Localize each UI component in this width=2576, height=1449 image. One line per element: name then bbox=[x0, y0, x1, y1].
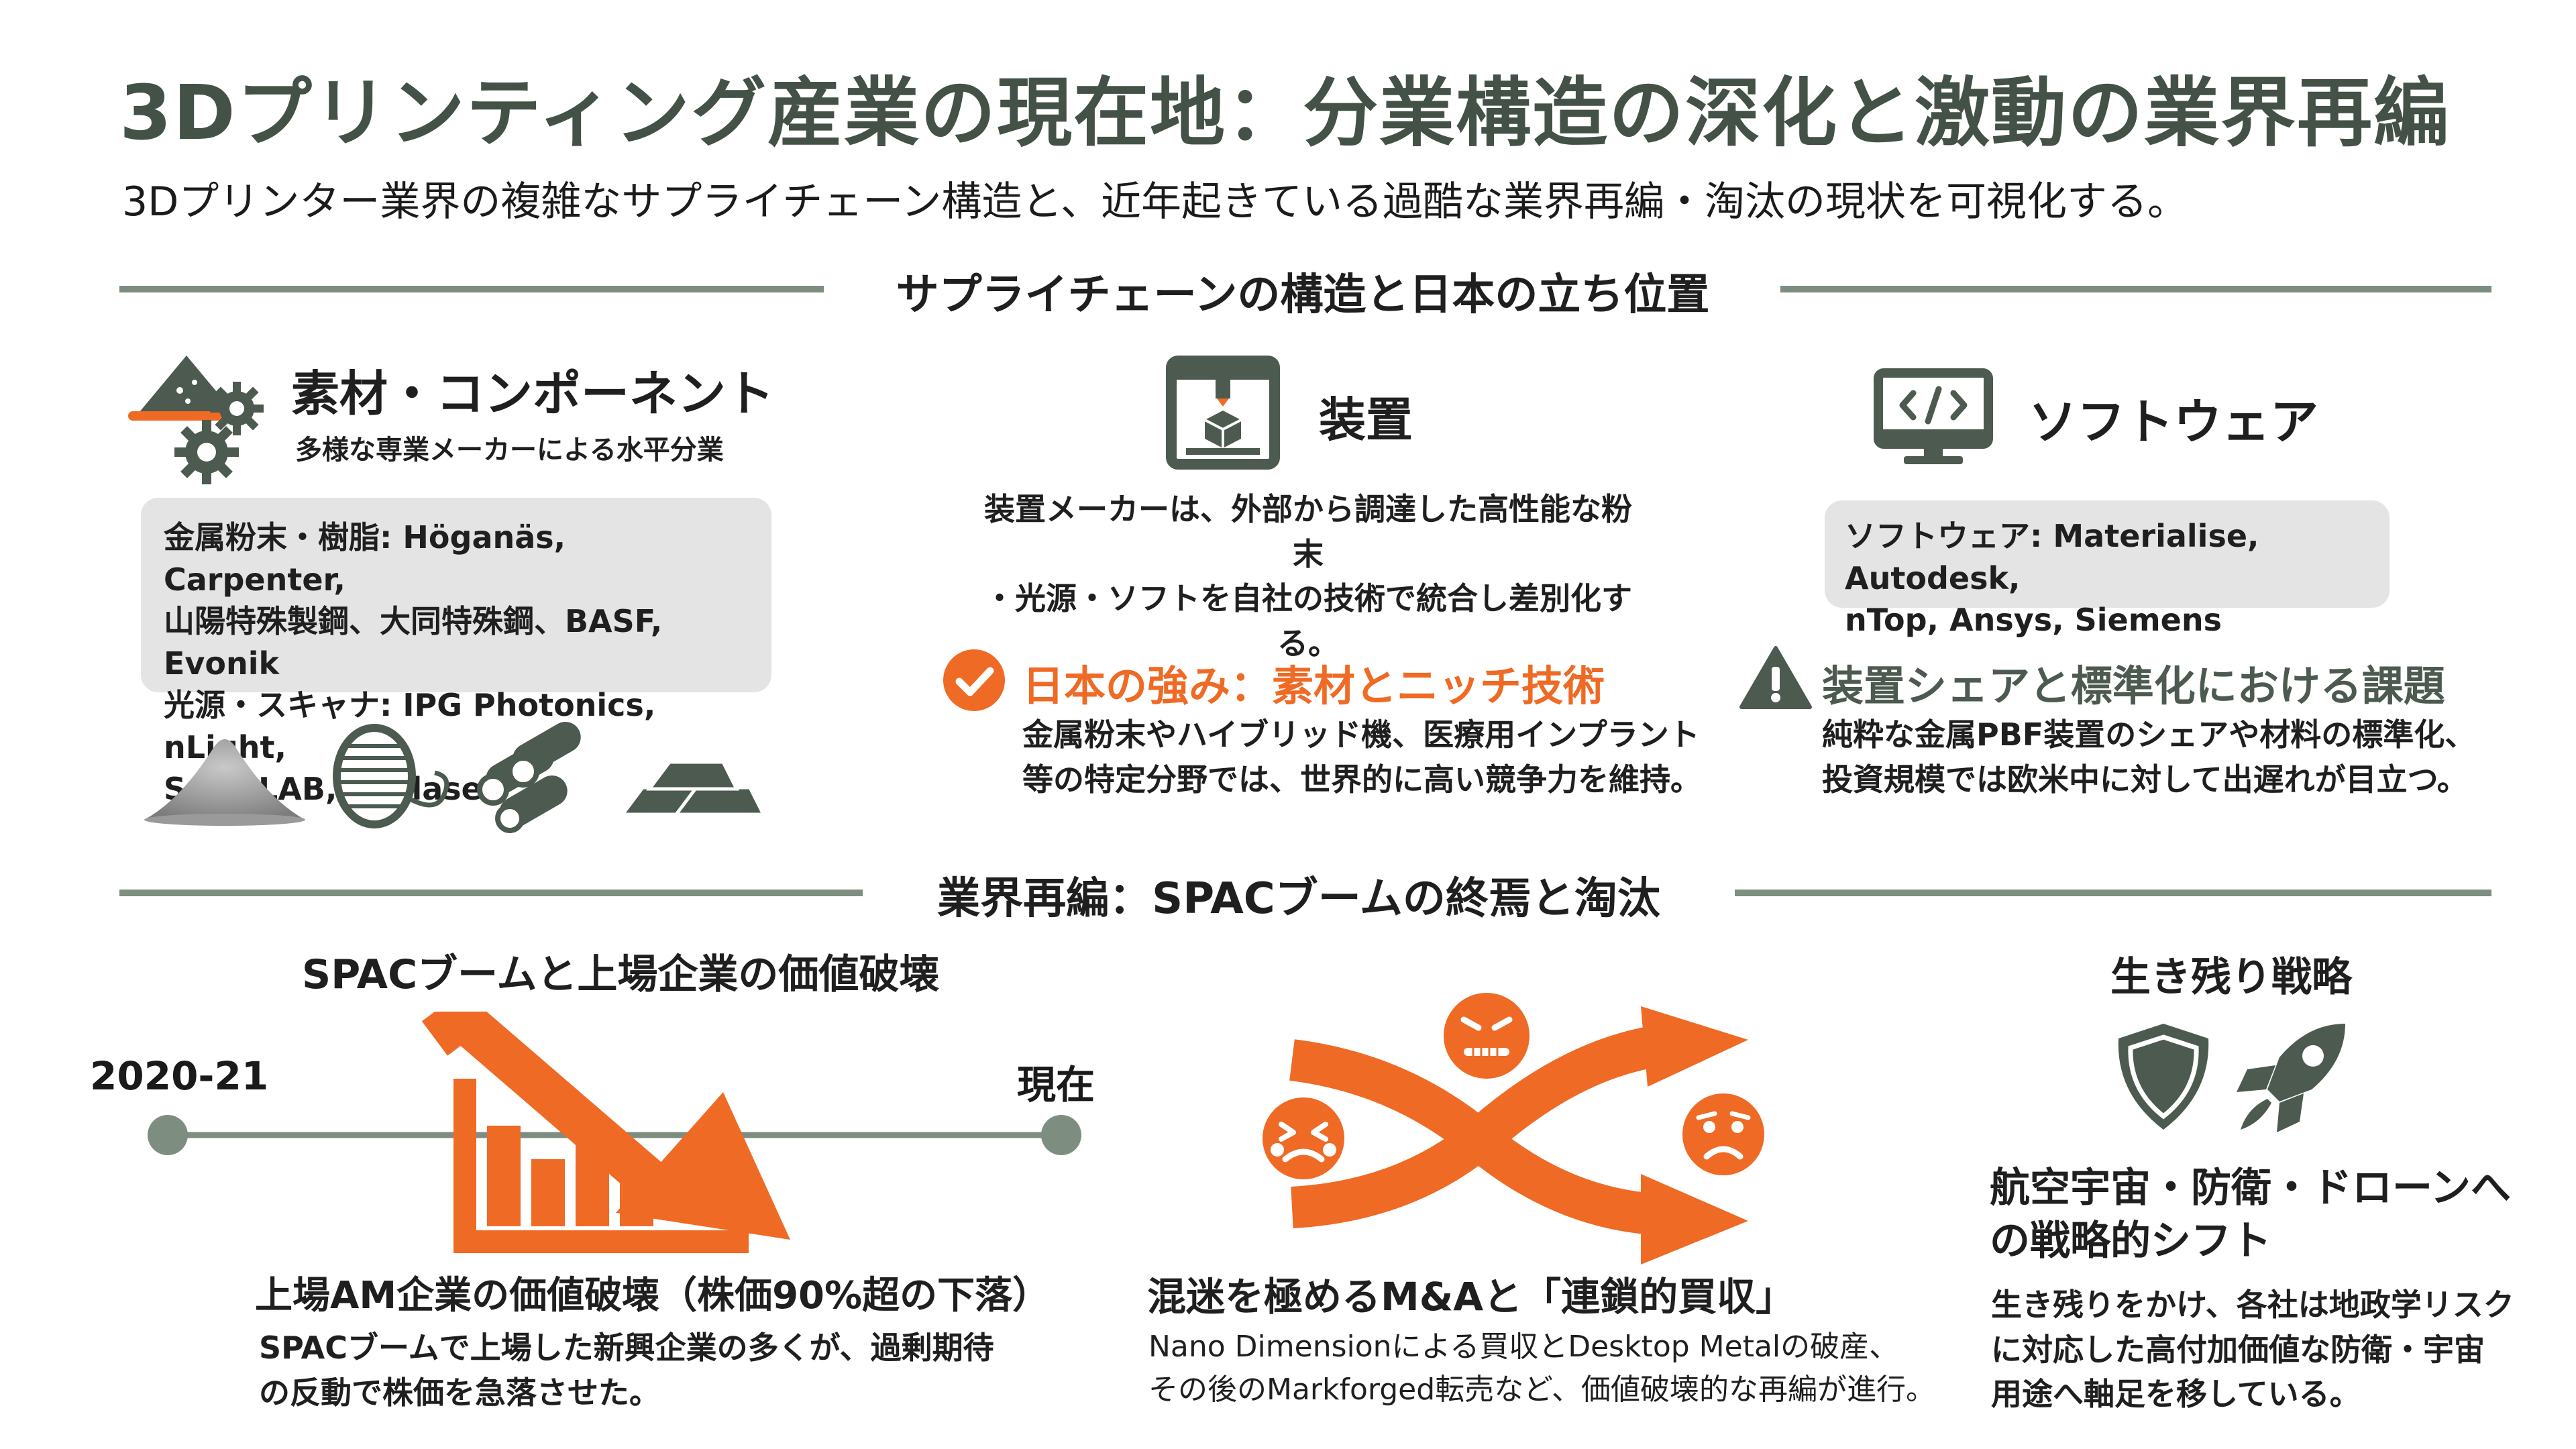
timeline-start-label: 2020-21 bbox=[90, 1053, 269, 1099]
rocket-icon bbox=[2237, 1024, 2345, 1132]
angry-face-icon bbox=[1444, 993, 1529, 1079]
mna-caption-line: その後のMarkforged転売など、価値破壊的な再編が進行。 bbox=[1148, 1372, 1935, 1407]
monitor-code-icon bbox=[1874, 368, 1993, 464]
powder-icon bbox=[144, 739, 305, 826]
shield-icon bbox=[2118, 1024, 2209, 1130]
mna-caption-title: 混迷を極めるM&Aと「連鎖的買収」 bbox=[1147, 1274, 1795, 1320]
warning-icon bbox=[1739, 646, 1812, 709]
materials-supplier-box: 金属粉末・樹脂: Höganäs, Carpenter, 山陽特殊製鋼、大同特殊… bbox=[141, 498, 771, 807]
section-rule-left bbox=[119, 890, 863, 896]
software-box-line: nTop, Ansys, Siemens bbox=[1845, 602, 2222, 639]
survival-heading-line: 航空宇宙・防衛・ドローンへ bbox=[1990, 1165, 2511, 1212]
survival-caption-text: 生き残りをかけ、各社は地政学リスク に対応した高付加価値な防衛・宇宙 用途へ軸足… bbox=[1991, 1283, 2514, 1417]
spac-caption-line: の反動で株価を急落させた。 bbox=[259, 1374, 660, 1411]
gear-icon bbox=[174, 382, 264, 484]
japan-strength-line: 金属粉末やハイブリッド機、医療用インプラント bbox=[1022, 716, 1700, 753]
materials-box-line: 光源・スキャナ: IPG Photonics, nLight, bbox=[164, 687, 656, 765]
sad-face-icon bbox=[1682, 1093, 1764, 1175]
software-title: ソフトウェア bbox=[2029, 394, 2319, 450]
survival-caption-line: に対応した高付加価値な防衛・宇宙 bbox=[1991, 1331, 2485, 1368]
timeline-end-label: 現在 bbox=[1017, 1062, 1095, 1108]
spac-caption-line: SPACブームで上場した新興企業の多くが、過剰期待 bbox=[259, 1330, 994, 1366]
materials-box-line: 山陽特殊製鋼、大同特殊鋼、BASF, Evonik bbox=[164, 603, 663, 682]
equipment-desc-line: ・光源・ソフトを自社の技術で統合し差別化する。 bbox=[984, 580, 1632, 662]
issue-text: 純粋な金属PBF装置のシェアや材料の標準化、 投資規模では欧米中に対して出遅れが… bbox=[1822, 712, 2475, 802]
equipment-description: 装置メーカーは、外部から調達した高性能な粉末 ・光源・ソフトを自社の技術で統合し… bbox=[973, 487, 1644, 666]
survival-caption-line: 生き残りをかけ、各社は地政学リスク bbox=[1991, 1287, 2514, 1323]
section-rule-right bbox=[1780, 286, 2491, 292]
filament-spool-icon bbox=[333, 724, 449, 828]
crying-face-icon bbox=[1263, 1097, 1344, 1179]
falling-chart-icon bbox=[421, 1012, 790, 1253]
mna-caption-line: Nano Dimensionによる買収とDesktop Metalの破産、 bbox=[1148, 1330, 1899, 1364]
ingot-icon bbox=[619, 760, 767, 816]
rods-icon bbox=[477, 722, 581, 833]
materials-subtitle: 多様な専業メーカーによる水平分業 bbox=[295, 435, 724, 466]
survival-caption-line: 用途へ軸足を移している。 bbox=[1991, 1376, 2361, 1413]
section-rule-right bbox=[1735, 890, 2491, 896]
software-box-line: ソフトウェア: Materialise, Autodesk, bbox=[1845, 518, 2259, 596]
equipment-title: 装置 bbox=[1319, 392, 1413, 447]
page-title: 3Dプリンティング産業の現在地：分業構造の深化と激動の業界再編 bbox=[119, 70, 2451, 157]
crossing-arrows-icon bbox=[1289, 1006, 1748, 1265]
section-title-realignment: 業界再編：SPACブームの終焉と淘汰 bbox=[937, 874, 1660, 924]
survival-heading-line: の戦略的シフト bbox=[1990, 1218, 2271, 1265]
issue-line: 純粋な金属PBF装置のシェアや材料の標準化、 bbox=[1822, 716, 2476, 753]
equipment-desc-line: 装置メーカーは、外部から調達した高性能な粉末 bbox=[984, 491, 1632, 572]
issue-title: 装置シェアと標準化における課題 bbox=[1822, 661, 2445, 710]
survival-heading: 航空宇宙・防衛・ドローンへ の戦略的シフト bbox=[1990, 1162, 2511, 1268]
japan-strength-text: 金属粉末やハイブリッド機、医療用インプラント 等の特定分野では、世界的に高い競争… bbox=[1022, 712, 1701, 802]
software-vendor-box: ソフトウェア: Materialise, Autodesk, nTop, Ans… bbox=[1825, 500, 2390, 638]
section-rule-left bbox=[119, 286, 824, 292]
materials-title: 素材・コンポーネント bbox=[291, 366, 775, 422]
survival-title: 生き残り戦略 bbox=[2110, 954, 2352, 1001]
printer-3d-icon bbox=[1166, 356, 1280, 470]
materials-box-line: 金属粉末・樹脂: Höganäs, Carpenter, bbox=[164, 519, 566, 598]
page-subtitle: 3Dプリンター業界の複雑なサプライチェーン構造と、近年起きている過酷な業界再編・… bbox=[122, 178, 2188, 225]
spac-caption-title: 上場AM企業の価値破壊（株価90%超の下落） bbox=[255, 1274, 1051, 1318]
japan-strength-title: 日本の強み：素材とニッチ技術 bbox=[1022, 661, 1605, 710]
japan-strength-line: 等の特定分野では、世界的に高い競争力を維持。 bbox=[1022, 761, 1701, 798]
check-circle-icon bbox=[943, 649, 1005, 711]
issue-line: 投資規模では欧米中に対して出遅れが目立つ。 bbox=[1822, 761, 2468, 798]
section-title-supply-chain: サプライチェーンの構造と日本の立ち位置 bbox=[896, 270, 1710, 320]
spac-title: SPACブームと上場企業の価値破壊 bbox=[302, 951, 940, 998]
spac-caption-text: SPACブームで上場した新興企業の多くが、過剰期待 の反動で株価を急落させた。 bbox=[259, 1326, 994, 1415]
mna-caption-text: Nano Dimensionによる買収とDesktop Metalの破産、 その… bbox=[1148, 1326, 1935, 1411]
